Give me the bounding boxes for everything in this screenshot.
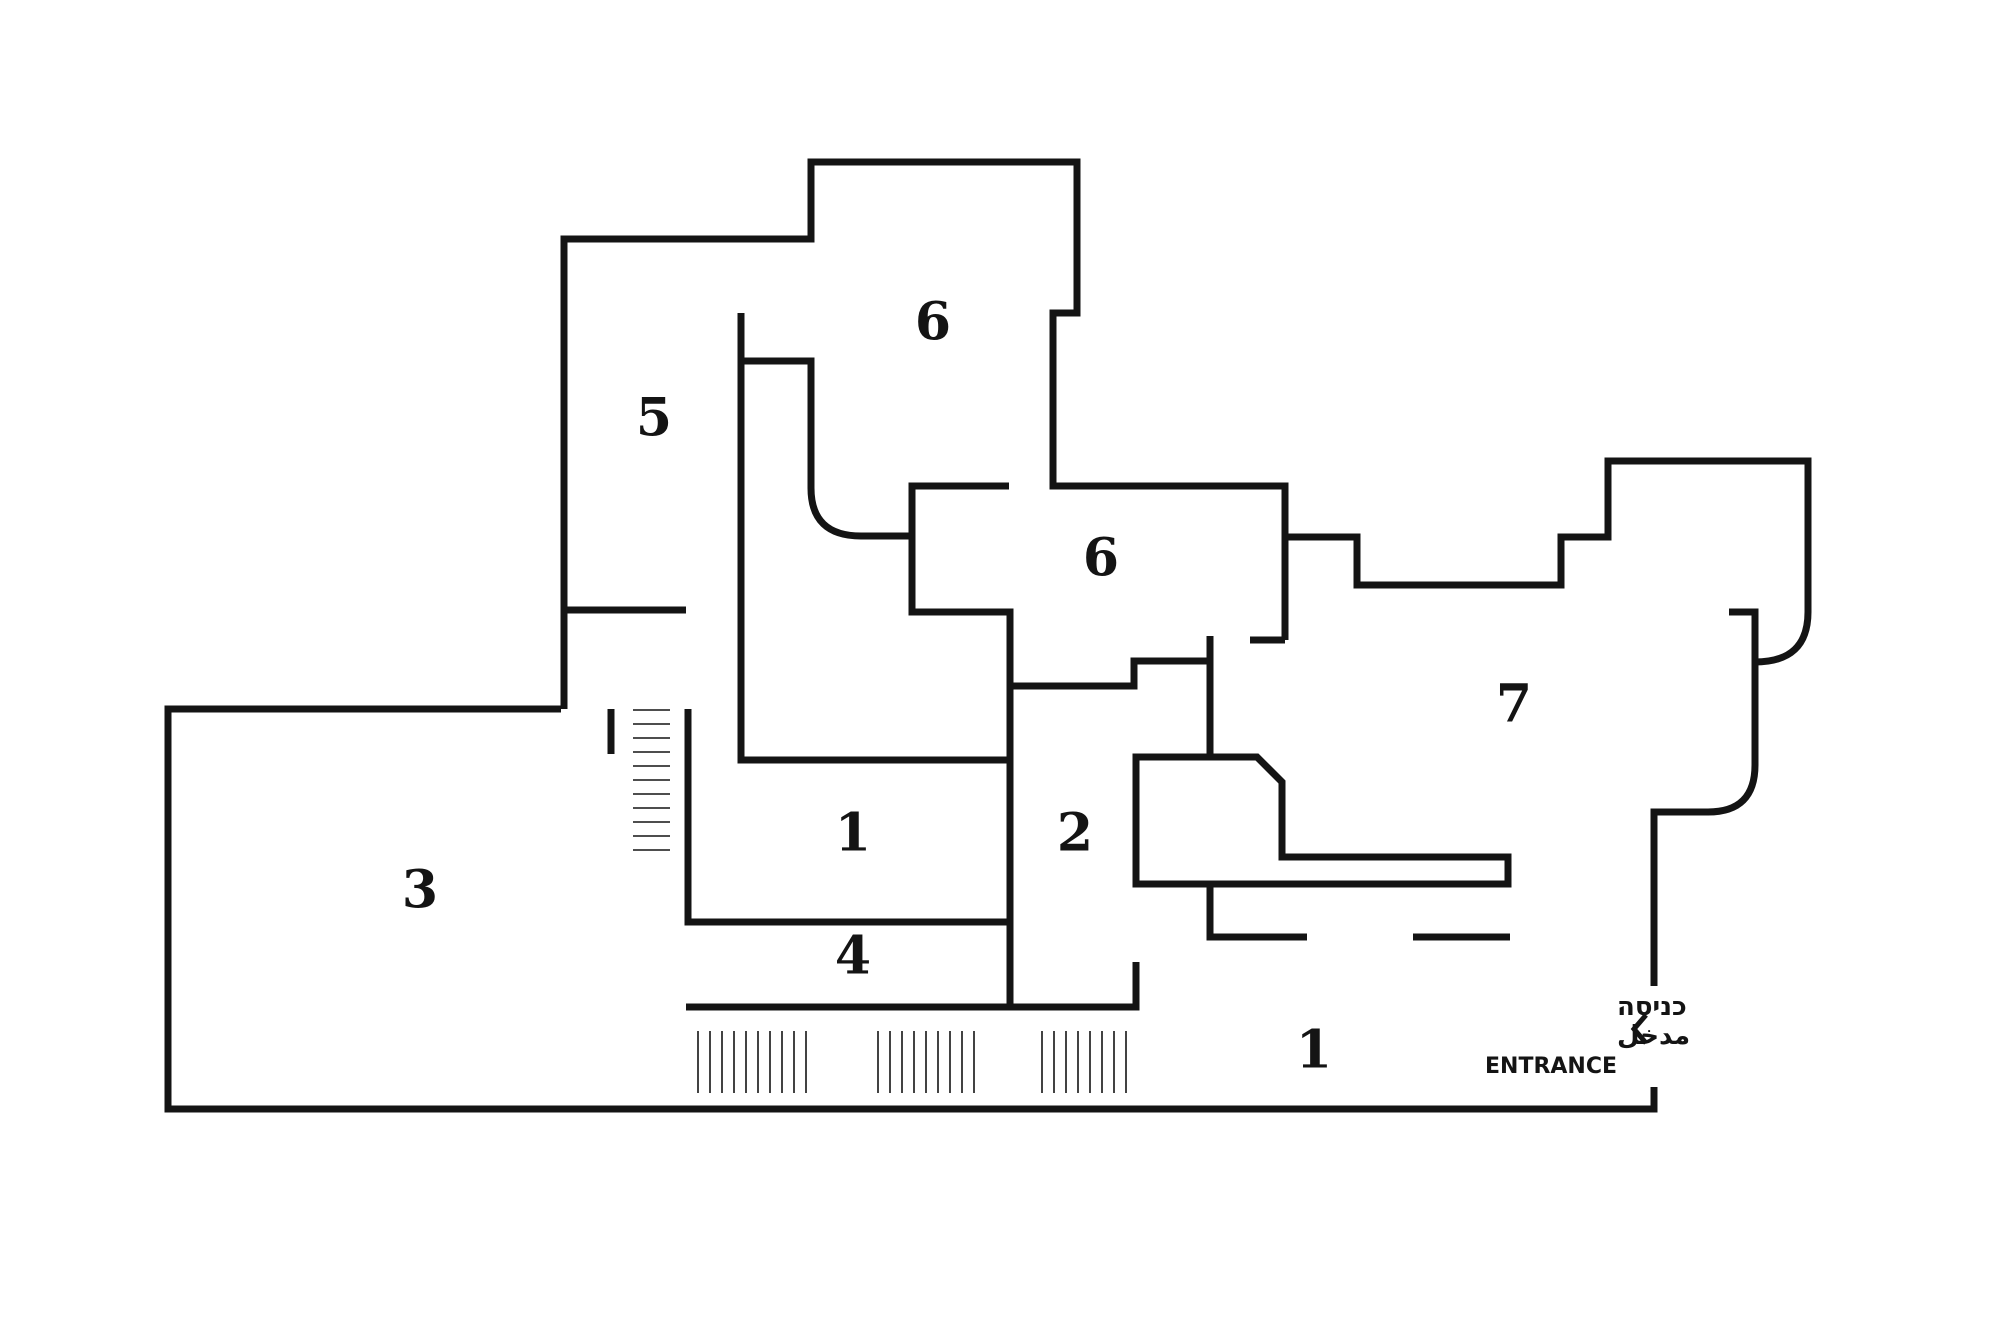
room-label-7: 7	[1496, 674, 1532, 735]
entrance-label-arabic: مدخل	[1617, 1021, 1690, 1051]
stairs-west	[633, 709, 670, 851]
stairs-south	[697, 1031, 1127, 1093]
room-label-4: 4	[835, 926, 871, 987]
entrance-marker: כניסה مدخل ENTRANCE	[1485, 992, 1690, 1079]
room-label-6-center: 6	[1083, 528, 1119, 589]
room-label-2: 2	[1057, 803, 1093, 864]
chevron-left-icon	[1630, 1013, 1648, 1045]
room-label-5: 5	[636, 388, 672, 449]
room-labels: 1 1 2 3 4 5 6 6 7	[402, 292, 1532, 1081]
entrance-label-hebrew: כניסה	[1617, 992, 1687, 1022]
room-label-6-north: 6	[915, 292, 951, 353]
room-label-3: 3	[402, 860, 438, 921]
room-label-1-south: 1	[1296, 1020, 1332, 1081]
exterior-walls	[164, 158, 1812, 1113]
room-label-1-north: 1	[835, 803, 871, 864]
interior-walls	[564, 313, 1512, 1011]
entrance-label-english: ENTRANCE	[1485, 1054, 1617, 1079]
